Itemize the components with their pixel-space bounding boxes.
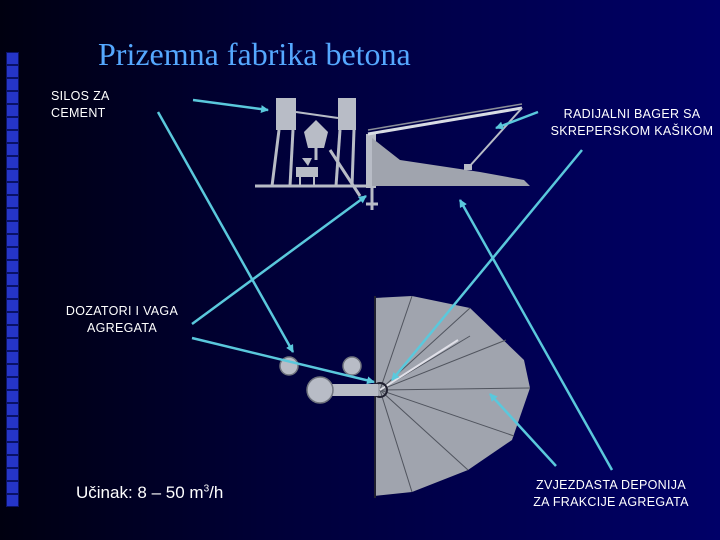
mixer-box bbox=[296, 167, 318, 177]
label-deponija: ZVJEZDASTA DEPONIJA ZA FRAKCIJE AGREGATA bbox=[518, 477, 704, 511]
scraper-boom-edge bbox=[367, 103, 523, 131]
output-capacity: Učinak: 8 – 50 m3/h bbox=[76, 483, 223, 503]
silo-right bbox=[338, 98, 356, 130]
arrow-deponija-side bbox=[458, 199, 614, 471]
bullet-square bbox=[6, 299, 19, 312]
bullet-square bbox=[6, 286, 19, 299]
aggregate-pile-side bbox=[372, 138, 530, 186]
radial-boom-plan bbox=[379, 339, 459, 391]
bullet-square bbox=[6, 455, 19, 468]
bullet-square bbox=[6, 364, 19, 377]
bullet-square bbox=[6, 442, 19, 455]
plant-side-view bbox=[255, 98, 530, 210]
silo-left bbox=[276, 98, 296, 130]
scraper-bucket bbox=[464, 164, 472, 170]
small-funnel bbox=[302, 158, 312, 166]
bullet-square bbox=[6, 208, 19, 221]
label-bager: RADIJALNI BAGER SA SKREPERSKOM KAŠIKOM bbox=[542, 106, 720, 140]
label-silos-line1: SILOS ZA bbox=[51, 89, 110, 103]
bullet-square bbox=[6, 481, 19, 494]
label-bager-line1: RADIJALNI BAGER SA bbox=[563, 107, 701, 121]
bullet-square bbox=[6, 91, 19, 104]
arrow-silos-plan bbox=[156, 111, 295, 353]
bullet-square bbox=[6, 221, 19, 234]
bullet-square bbox=[6, 169, 19, 182]
bullet-square bbox=[6, 390, 19, 403]
label-bager-line2: SKREPERSKOM KAŠIKOM bbox=[550, 124, 714, 138]
silo-right-leg bbox=[334, 129, 342, 187]
cement-hopper bbox=[304, 120, 328, 148]
slide-title: Prizemna fabrika betona bbox=[98, 36, 411, 72]
bullet-square bbox=[6, 351, 19, 364]
bullet-square bbox=[6, 377, 19, 390]
bullet-square bbox=[6, 156, 19, 169]
scraper-cable bbox=[467, 107, 523, 169]
slide-bullet-strip bbox=[4, 0, 19, 540]
bullet-square bbox=[6, 65, 19, 78]
feeder-belt bbox=[328, 149, 362, 197]
bullet-square bbox=[6, 273, 19, 286]
silo-plan-right bbox=[342, 356, 362, 376]
bullet-square bbox=[6, 494, 19, 507]
bullet-square bbox=[6, 325, 19, 338]
bullet-square bbox=[6, 78, 19, 91]
output-superscript: 3 bbox=[203, 483, 210, 495]
arrow-bager-plan bbox=[391, 149, 583, 381]
silo-right-leg bbox=[350, 129, 356, 187]
bullet-square bbox=[6, 468, 19, 481]
bullet-square bbox=[6, 195, 19, 208]
bullet-square bbox=[6, 312, 19, 325]
output-suffix: /h bbox=[209, 483, 224, 502]
bullet-square bbox=[6, 104, 19, 117]
arrow-silos-side bbox=[192, 98, 269, 114]
bullet-square bbox=[6, 143, 19, 156]
conveyor-link bbox=[295, 111, 339, 119]
silo-left-leg bbox=[288, 129, 295, 187]
bullet-square bbox=[6, 182, 19, 195]
bullet-square bbox=[6, 234, 19, 247]
label-silos: SILOS ZA CEMENT bbox=[51, 88, 110, 122]
plant-plan-view bbox=[279, 295, 531, 498]
label-deponija-line2: ZA FRAKCIJE AGREGATA bbox=[533, 495, 689, 509]
arrow-bager-side bbox=[495, 110, 539, 130]
scraper-boom bbox=[367, 106, 523, 136]
arrow-dozatori-side bbox=[191, 194, 367, 326]
label-dozatori: DOZATORI I VAGA AGREGATA bbox=[55, 303, 189, 337]
connector-belt bbox=[326, 384, 378, 396]
mixer-plan bbox=[306, 376, 334, 404]
bullet-square bbox=[6, 429, 19, 442]
retaining-wall bbox=[366, 134, 376, 188]
label-dozatori-line1: DOZATORI I VAGA bbox=[65, 304, 179, 318]
bullet-square bbox=[6, 52, 19, 65]
silo-left-leg bbox=[270, 129, 281, 187]
arrow-dozatori-plan bbox=[191, 336, 375, 385]
label-dozatori-line2: AGREGATA bbox=[86, 321, 157, 335]
label-deponija-line1: ZVJEZDASTA DEPONIJA bbox=[536, 478, 686, 492]
callout-arrows bbox=[156, 98, 614, 471]
bullet-square bbox=[6, 338, 19, 351]
bullet-square bbox=[6, 247, 19, 260]
bullet-square bbox=[6, 130, 19, 143]
bullet-square bbox=[6, 117, 19, 130]
bullet-square bbox=[6, 416, 19, 429]
output-prefix: Učinak: 8 – 50 m bbox=[76, 483, 204, 502]
arrow-deponija-plan bbox=[489, 393, 557, 467]
label-silos-line2: CEMENT bbox=[51, 106, 106, 120]
bullet-square bbox=[6, 403, 19, 416]
bullet-square bbox=[6, 260, 19, 273]
sector-dividers bbox=[379, 295, 531, 493]
